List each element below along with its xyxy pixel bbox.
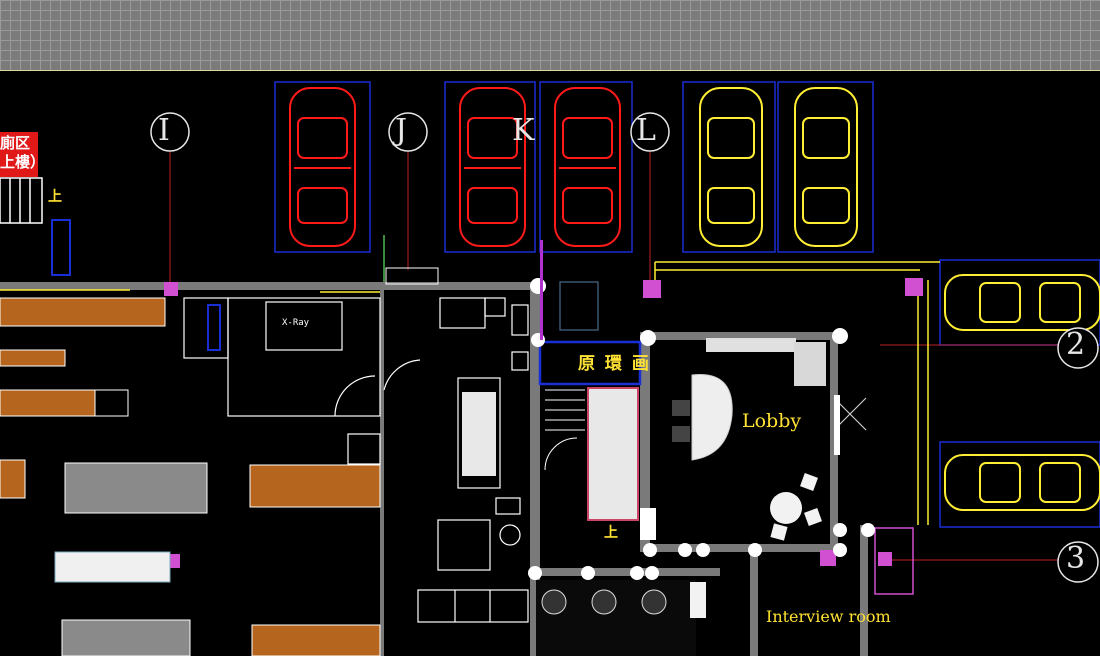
lobby-chair [794,342,826,386]
counter-end [94,389,129,417]
stair-up-mark: 上 [604,525,620,541]
white-bench [54,551,171,583]
grid-label-i: I [158,113,170,148]
door-panel [834,395,840,455]
side-sign [0,132,38,177]
lobby-sofa [706,338,796,352]
sign-stairs [0,177,43,224]
grid-axes [169,148,1060,561]
glazing [0,261,940,525]
grey-desks [61,462,208,656]
grid-label-row-2: 2 [1066,327,1086,362]
lobby-stools [672,400,690,442]
corridor-table [462,392,496,476]
lobby-label: Lobby [742,410,802,432]
grid-bubbles [150,112,1099,583]
yellow-label-box [538,340,642,386]
floor-plan-canvas[interactable] [0,70,1100,656]
parking-bays [274,81,1100,528]
reception-desk [587,387,639,521]
side-sign-line-2: 上樓） [0,153,46,171]
reception-counter [691,374,733,461]
interview-room-label: Interview room [766,607,891,626]
yellow-box-label: 原 環 画 [578,354,651,374]
xray-room [183,297,381,465]
top-ruler[interactable] [0,0,1100,70]
wall-nodes [528,278,875,580]
xray-marker [207,304,221,351]
wood-counters [0,297,381,656]
purple-line [540,240,543,340]
yellow-cars [699,87,1100,511]
door-box [559,281,599,331]
lobby-seating [770,473,822,541]
red-cars [289,87,621,247]
entry-gate [385,267,439,285]
ruler-edge [0,70,1100,81]
blue-marker [51,219,71,276]
grid-label-j: J [395,113,408,148]
side-sign-up: 上 [48,189,64,205]
stairs [544,389,585,471]
grid-label-row-3: 3 [1066,541,1086,576]
xray-label: X-Ray [282,318,310,328]
conference-chairs [536,580,706,656]
magenta-box [874,527,914,595]
grid-label-k: K [512,113,535,148]
grid-label-l: L [636,113,656,148]
corridor-furniture [383,297,529,623]
side-sign-line-1: 廁区 [0,134,31,152]
post [640,508,656,540]
